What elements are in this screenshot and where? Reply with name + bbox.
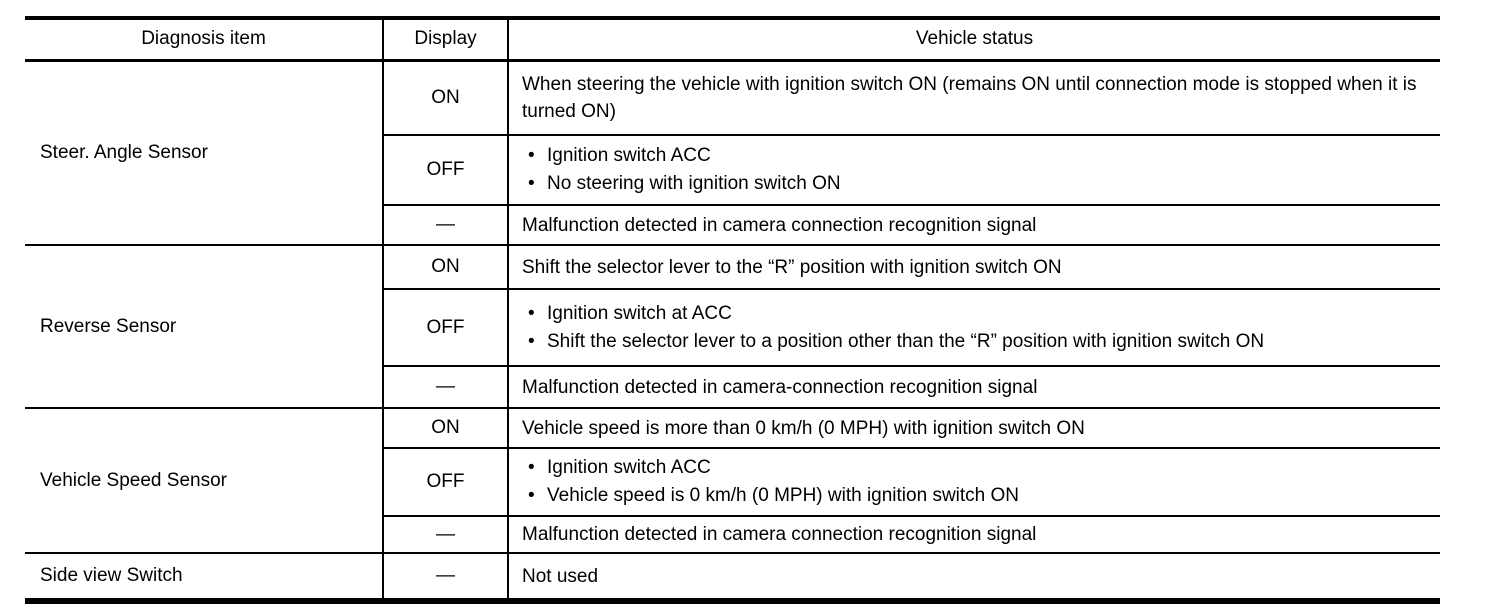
diagnosis-item-cell: Vehicle Speed Sensor — [25, 407, 383, 553]
table-row: Steer. Angle Sensor ON When steering the… — [25, 59, 1440, 245]
diagnosis-item-label: Reverse Sensor — [40, 315, 177, 337]
bullet-icon — [528, 142, 547, 170]
column-header-display: Display — [382, 18, 509, 62]
table-row: OFF Ignition switch at ACC Shift the sel… — [25, 288, 1440, 366]
display-value-cell: — — [382, 365, 509, 408]
status-text: When steering the vehicle with ignition … — [522, 73, 1417, 122]
vehicle-status-cell: Ignition switch at ACC Shift the selecto… — [508, 288, 1440, 366]
bullet-item: No steering with ignition switch ON — [522, 170, 1428, 198]
column-header-diagnosis-item: Diagnosis item — [25, 18, 383, 62]
bullet-icon — [528, 170, 547, 198]
status-text: Not used — [522, 565, 599, 587]
bullet-item: Ignition switch at ACC — [522, 300, 1428, 328]
vehicle-status-cell: Shift the selector lever to the “R” posi… — [508, 244, 1440, 289]
diagnosis-item-label: Vehicle Speed Sensor — [40, 469, 227, 491]
table-row: — Malfunction detected in camera connect… — [25, 204, 1440, 245]
vehicle-status-cell: Ignition switch ACC No steering with ign… — [508, 134, 1440, 205]
bullet-item: Vehicle speed is 0 km/h (0 MPH) with ign… — [522, 482, 1428, 510]
table-row: — Malfunction detected in camera-connect… — [25, 365, 1440, 408]
bullet-item: Ignition switch ACC — [522, 454, 1428, 482]
display-value-cell: — — [382, 552, 509, 601]
table-row: Vehicle Speed Sensor ON Vehicle speed is… — [25, 407, 1440, 553]
table-row: OFF Ignition switch ACC Vehicle speed is… — [25, 447, 1440, 516]
diagnosis-item-cell: Steer. Angle Sensor — [25, 59, 383, 245]
vehicle-status-cell: Ignition switch ACC Vehicle speed is 0 k… — [508, 447, 1440, 516]
status-text: Malfunction detected in camera connectio… — [522, 214, 1037, 236]
bullet-item: Ignition switch ACC — [522, 142, 1428, 170]
display-value-cell: ON — [382, 407, 509, 448]
diagnosis-item-label: Side view Switch — [40, 565, 183, 586]
bullet-text: Shift the selector lever to a position o… — [547, 330, 1265, 352]
display-value-cell: OFF — [382, 288, 509, 366]
vehicle-status-cell: Malfunction detected in camera-connectio… — [508, 365, 1440, 408]
table-row: — Malfunction detected in camera connect… — [25, 515, 1440, 553]
bullet-icon — [528, 454, 547, 482]
bullet-item: Shift the selector lever to a position o… — [522, 328, 1428, 356]
display-value-cell: — — [382, 204, 509, 245]
vehicle-status-cell: Not used — [508, 552, 1440, 601]
bullet-text: No steering with ignition switch ON — [547, 173, 841, 194]
table-row: Side view Switch — Not used — [25, 552, 1440, 601]
vehicle-status-cell: Vehicle speed is more than 0 km/h (0 MPH… — [508, 407, 1440, 448]
bullet-icon — [528, 300, 547, 328]
display-value-cell: ON — [382, 244, 509, 289]
diagnosis-item-cell: Side view Switch — [25, 552, 383, 601]
vehicle-status-cell: When steering the vehicle with ignition … — [508, 59, 1440, 135]
display-value-cell: ON — [382, 59, 509, 135]
bullet-text: Ignition switch at ACC — [547, 302, 732, 324]
vehicle-status-cell: Malfunction detected in camera connectio… — [508, 204, 1440, 245]
diagnosis-item-cell: Reverse Sensor — [25, 244, 383, 408]
display-value-cell: OFF — [382, 447, 509, 516]
status-text: Shift the selector lever to the “R” posi… — [522, 256, 1062, 278]
bullet-icon — [528, 328, 547, 356]
diagnosis-item-label: Steer. Angle Sensor — [40, 141, 208, 163]
bullet-icon — [528, 482, 547, 510]
display-value-cell: OFF — [382, 134, 509, 205]
column-header-vehicle-status: Vehicle status — [508, 18, 1440, 62]
header-row: Diagnosis item Display Vehicle status — [25, 18, 1440, 62]
bullet-text: Ignition switch ACC — [547, 145, 711, 166]
vehicle-status-cell: Malfunction detected in camera connectio… — [508, 515, 1440, 553]
table-row: OFF Ignition switch ACC No steering with… — [25, 134, 1440, 205]
status-text: Malfunction detected in camera-connectio… — [522, 376, 1038, 398]
diagnosis-table: Diagnosis item Display Vehicle status St… — [25, 16, 1440, 604]
table-row: Reverse Sensor ON Shift the selector lev… — [25, 244, 1440, 408]
status-text: Malfunction detected in camera connectio… — [522, 524, 1037, 545]
bullet-text: Vehicle speed is 0 km/h (0 MPH) with ign… — [547, 485, 1020, 506]
bullet-text: Ignition switch ACC — [547, 457, 711, 478]
status-text: Vehicle speed is more than 0 km/h (0 MPH… — [522, 417, 1085, 439]
display-value-cell: — — [382, 515, 509, 553]
